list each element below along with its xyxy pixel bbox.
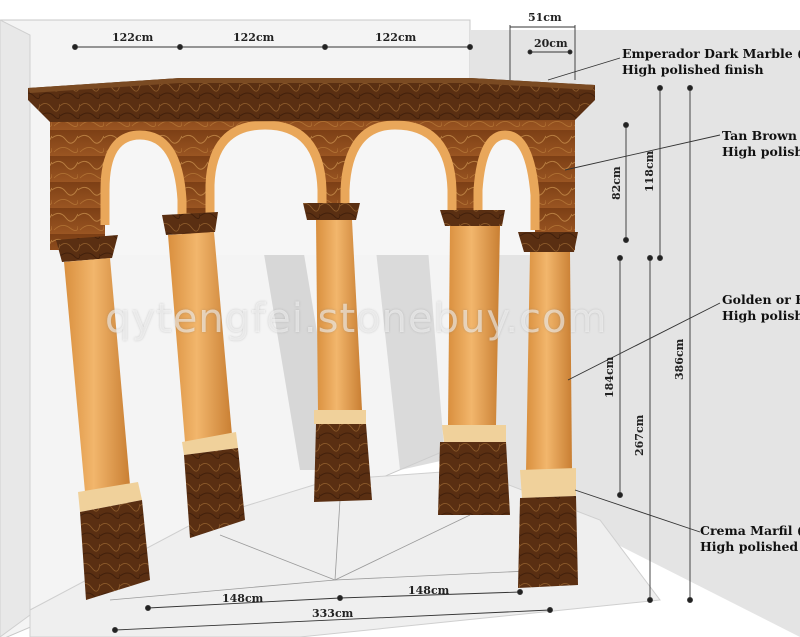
dim-top-mid: 122cm <box>233 31 275 44</box>
dim-bottom-right: 148cm <box>408 584 450 597</box>
watermark: qytengfei.stonebuy.com <box>105 296 608 342</box>
material-finish: High polished <box>722 144 800 159</box>
column-1 <box>56 235 150 600</box>
column-5 <box>518 232 578 588</box>
arch-openings <box>105 125 535 255</box>
material-finish: High polished finish <box>622 62 764 77</box>
material-finish: High polished <box>722 308 800 323</box>
dim-82: 82cm <box>610 166 623 200</box>
dim-top-left: 122cm <box>112 31 154 44</box>
dim-depth-inner: 20cm <box>534 37 568 50</box>
material-label-crema-marfil: Crema Marfil (O High polished fin <box>700 523 800 555</box>
column-4 <box>438 210 510 515</box>
cornice <box>28 78 595 122</box>
column-3 <box>303 203 372 502</box>
dim-386: 386cm <box>673 338 686 380</box>
left-wall-edge <box>0 19 31 637</box>
material-name: Golden or H <box>722 292 800 307</box>
dim-depth-total: 51cm <box>528 11 562 24</box>
material-label-tan-brown: Tan Brown ( High polished <box>722 128 800 160</box>
arch-rims <box>100 120 540 230</box>
cornice-edge <box>28 78 595 93</box>
floor-grid <box>109 499 551 601</box>
dim-top-right: 122cm <box>375 31 417 44</box>
material-label-golden: Golden or H High polished <box>722 292 800 324</box>
dim-184: 184cm <box>603 356 616 398</box>
dim-267: 267cm <box>633 414 646 456</box>
dimension-lines <box>72 25 721 633</box>
material-name: Crema Marfil (O <box>700 523 800 538</box>
material-label-emperador: Emperador Dark Marble (Or High polished … <box>622 46 800 78</box>
dim-bottom-total: 333cm <box>312 607 354 620</box>
material-name: Emperador Dark Marble (Or <box>622 46 800 61</box>
dim-118: 118cm <box>643 150 656 192</box>
material-name: Tan Brown ( <box>722 128 800 143</box>
column-2 <box>162 212 245 538</box>
material-finish: High polished fin <box>700 539 800 554</box>
dim-bottom-left: 148cm <box>222 592 264 605</box>
